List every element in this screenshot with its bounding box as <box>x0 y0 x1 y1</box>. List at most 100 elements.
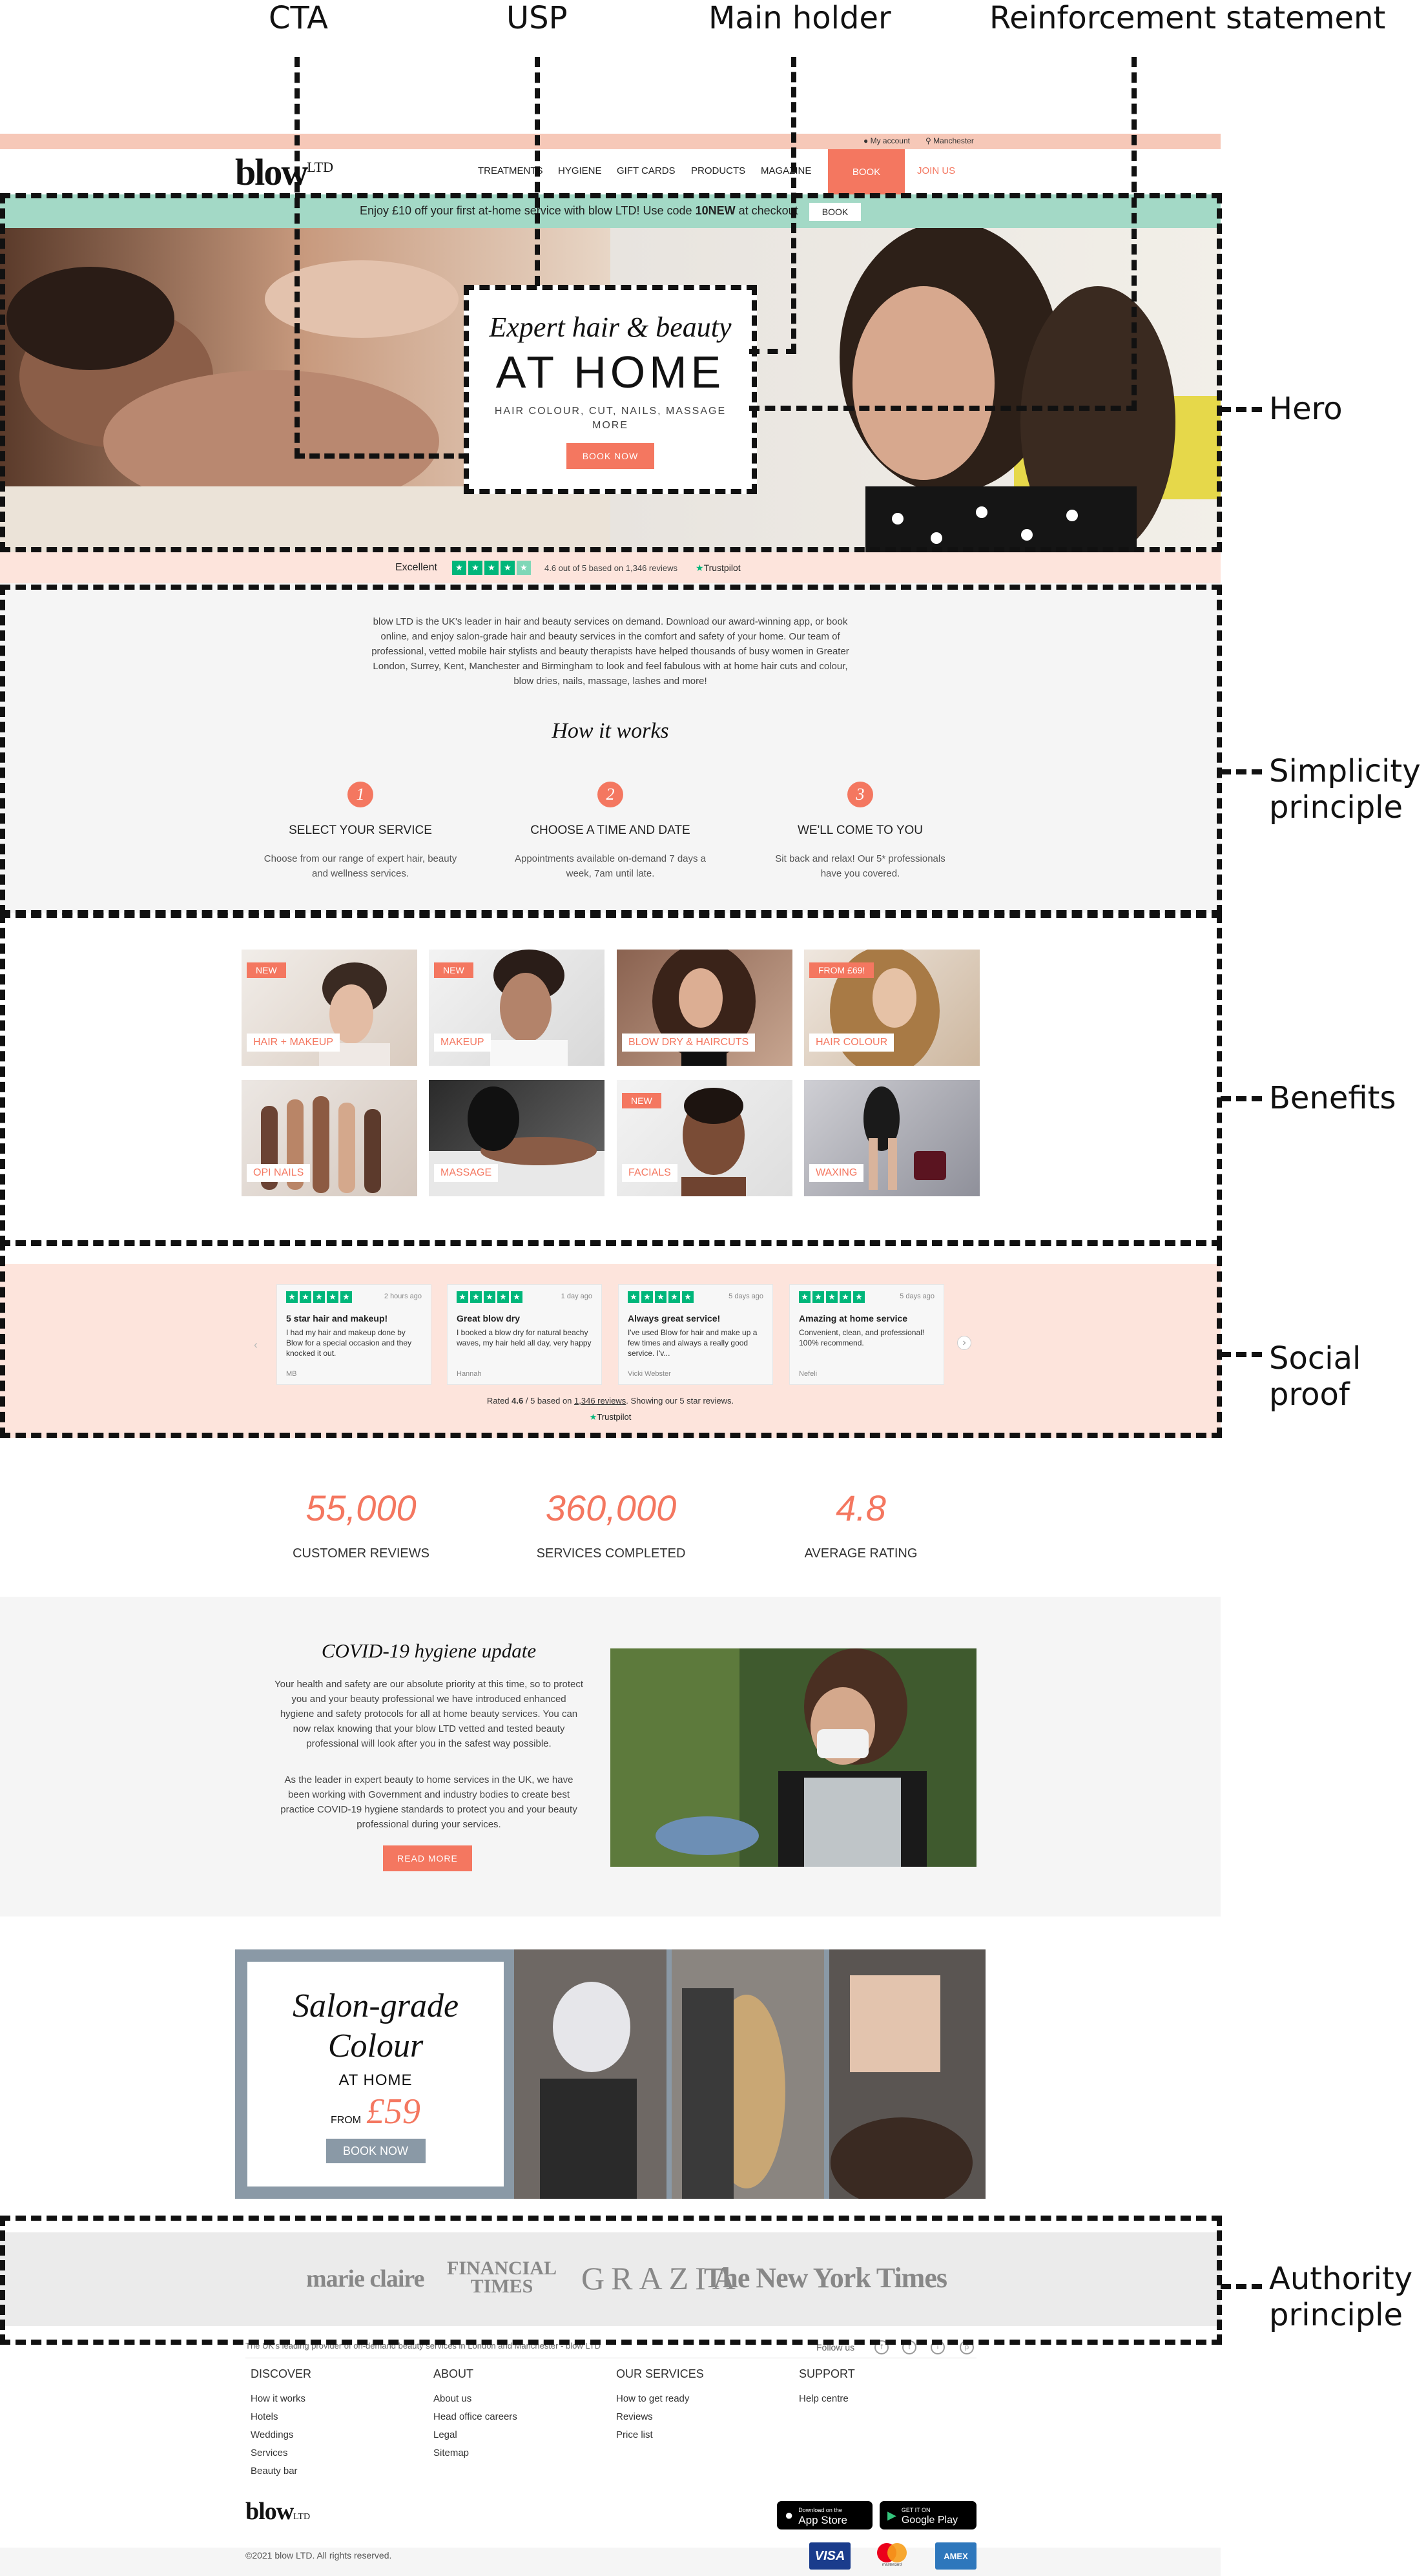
promo-book-button[interactable]: BOOK <box>809 203 861 221</box>
step-2-body: Appointments available on-demand 7 days … <box>514 853 707 879</box>
my-account-link[interactable]: ● My account <box>863 136 910 145</box>
service-tile-blow-dry[interactable]: BLOW DRY & HAIRCUTS <box>617 950 792 1066</box>
facebook-icon[interactable]: f <box>874 2340 889 2354</box>
intro-text: blow LTD is the UK's leader in hair and … <box>371 616 849 687</box>
annotation-line-hero <box>1221 407 1262 412</box>
how-it-works-section: blow LTD is the UK's leader in hair and … <box>0 583 1221 913</box>
book-nav-button[interactable]: BOOK <box>828 149 905 194</box>
service-tile-hair-colour[interactable]: FROM £69! HAIR COLOUR <box>804 950 980 1066</box>
nav-hygiene[interactable]: HYGIENE <box>558 165 602 176</box>
footer-link[interactable]: Reviews <box>616 2411 653 2422</box>
join-us-link[interactable]: JOIN US <box>917 165 956 176</box>
location-label: Manchester <box>933 136 974 145</box>
annotation-line-simplicity <box>1221 769 1262 774</box>
reviews-trustpilot-logo: ★Trustpilot <box>589 1412 632 1422</box>
reviews-prev-arrow-icon[interactable]: ‹ <box>254 1338 258 1351</box>
review-title: 5 star hair and makeup! <box>286 1313 388 1324</box>
annotation-line-usp <box>535 57 540 286</box>
annotation-line-main-holder <box>791 57 796 354</box>
annotation-line-social-proof <box>1221 1352 1262 1357</box>
hero-more: MORE <box>592 420 628 431</box>
covid-read-more-button[interactable]: READ MORE <box>383 1845 472 1871</box>
hero-book-now-button[interactable]: BOOK NOW <box>566 443 654 469</box>
pinterest-icon[interactable]: p <box>960 2340 974 2354</box>
service-tile-hair-makeup[interactable]: NEW HAIR + MAKEUP <box>242 950 417 1066</box>
services-section <box>0 913 1221 1264</box>
footer-link[interactable]: Head office careers <box>433 2411 517 2422</box>
hero-services: HAIR COLOUR, CUT, NAILS, MASSAGE <box>494 406 727 417</box>
review-body: I've used Blow for hair and make up a fe… <box>628 1328 758 1358</box>
service-label: HAIR + MAKEUP <box>247 1034 340 1052</box>
annotation-benefits: Benefits <box>1269 1080 1396 1116</box>
stat-rating-value: 4.8 <box>836 1488 886 1528</box>
my-account-label: My account <box>870 136 910 145</box>
footer-link[interactable]: Price list <box>616 2429 653 2440</box>
logo-suffix: LTD <box>307 159 334 175</box>
colour-promo-from: FROM <box>330 2115 362 2126</box>
service-tile-facials[interactable]: NEW FACIALS <box>617 1080 792 1196</box>
reviews-next-arrow-icon[interactable]: › <box>957 1336 971 1350</box>
review-author: Nefeli <box>799 1370 818 1378</box>
site-header <box>0 149 1221 194</box>
service-label: MASSAGE <box>434 1164 499 1182</box>
covid-paragraph-1: Your health and safety are our absolute … <box>274 1679 584 1749</box>
footer-link[interactable]: How it works <box>251 2393 306 2404</box>
colour-promo-price: £59 <box>366 2092 421 2132</box>
footer-link[interactable]: Weddings <box>251 2429 294 2440</box>
colour-promo-book-button[interactable]: BOOK NOW <box>326 2139 426 2163</box>
service-tile-massage[interactable]: MASSAGE <box>429 1080 604 1196</box>
annotation-usp: USP <box>506 0 568 36</box>
service-badge: NEW <box>622 1093 661 1108</box>
stat-services-label: SERVICES COMPLETED <box>536 1546 686 1561</box>
instagram-icon[interactable]: i <box>931 2340 945 2354</box>
nav-gift-cards[interactable]: GIFT CARDS <box>617 165 676 176</box>
footer-link[interactable]: How to get ready <box>616 2393 690 2404</box>
footer-link[interactable]: Services <box>251 2447 288 2458</box>
annotation-line-reinforcement <box>1132 57 1137 411</box>
step-3-number: 3 <box>847 782 873 807</box>
review-time: 5 days ago <box>728 1293 763 1300</box>
how-it-works-title: How it works <box>552 719 669 743</box>
nav-treatments[interactable]: TREATMENTS <box>478 165 543 176</box>
review-body: Convenient, clean, and professional! 100… <box>799 1328 925 1347</box>
reviews-link[interactable]: 1,346 reviews <box>574 1396 626 1406</box>
footer-heading-our-services: OUR SERVICES <box>616 2367 704 2380</box>
footer-link[interactable]: Help centre <box>799 2393 849 2404</box>
press-logo-nyt: The New York Times <box>704 2262 947 2294</box>
covid-title: COVID-19 hygiene update <box>321 1639 537 1662</box>
covid-section: COVID-19 hygiene update Your health and … <box>0 1597 1221 1916</box>
footer-link[interactable]: Hotels <box>251 2411 278 2422</box>
footer-link[interactable]: About us <box>433 2393 472 2404</box>
nav-magazine[interactable]: MAGAZINE <box>761 165 812 176</box>
colour-promo-card: Salon-grade Colour AT HOME FROM £59 BOOK… <box>247 1962 504 2186</box>
service-tile-waxing[interactable]: WAXING <box>804 1080 980 1196</box>
trust-rating-word: Excellent <box>395 562 437 573</box>
footer-link[interactable]: Sitemap <box>433 2447 470 2458</box>
service-tile-opi-nails[interactable]: OPI NAILS <box>242 1080 417 1196</box>
footer-links-about: About us Head office careers Legal Sitem… <box>433 2390 517 2462</box>
apple-icon: ● <box>785 2507 794 2523</box>
nav-products[interactable]: PRODUCTS <box>691 165 746 176</box>
twitter-icon[interactable]: t <box>902 2340 916 2354</box>
stat-customer-reviews-value: 55,000 <box>305 1488 417 1528</box>
review-time: 2 hours ago <box>384 1293 422 1300</box>
service-label: OPI NAILS <box>247 1164 311 1182</box>
pin-icon: ⚲ <box>925 136 931 145</box>
annotation-line-main-holder-h <box>749 349 796 354</box>
review-title: Always great service! <box>628 1313 721 1324</box>
service-badge: NEW <box>434 962 473 978</box>
footer-link[interactable]: Beauty bar <box>251 2466 298 2477</box>
service-tile-makeup[interactable]: NEW MAKEUP <box>429 950 604 1066</box>
annotation-line-cta-h <box>294 453 469 459</box>
footer-logo[interactable]: blowLTD <box>245 2498 311 2525</box>
service-photo <box>681 1088 746 1196</box>
footer-link[interactable]: Legal <box>433 2429 457 2440</box>
location-link[interactable]: ⚲ Manchester <box>925 136 974 145</box>
review-author: MB <box>286 1370 297 1378</box>
